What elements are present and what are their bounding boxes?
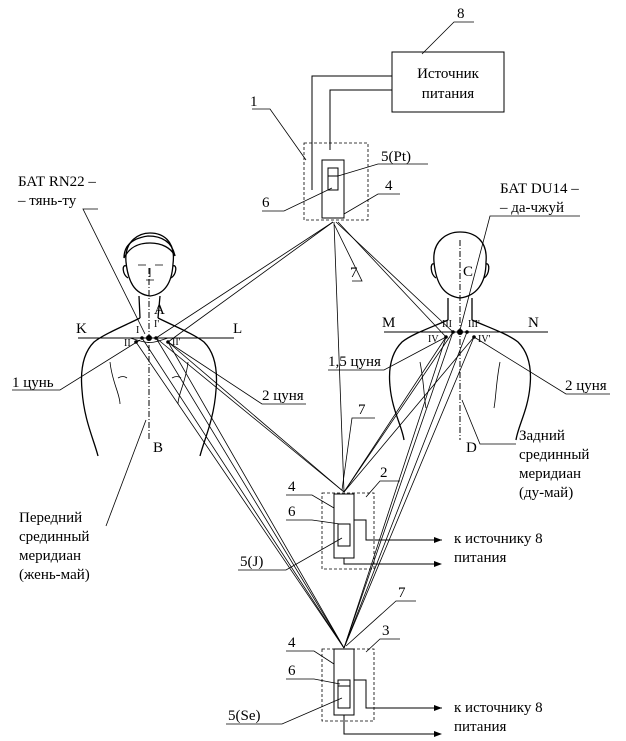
label-5pt: 5(Pt): [381, 149, 411, 165]
power-source-label-2: питания: [422, 86, 475, 102]
front-meridian-1: Передний: [19, 510, 82, 526]
bat-rn22-label-2: – тянь-ту: [17, 193, 77, 209]
label-6b: 6: [288, 504, 296, 520]
label-1: 1: [250, 94, 258, 110]
cun-2a-label: 2 цуня: [262, 388, 304, 404]
leader-5pt: [338, 164, 428, 176]
to-source-c-2: питания: [454, 719, 507, 735]
label-2: 2: [380, 465, 388, 481]
electrode-1-core: [328, 168, 338, 190]
label-4b: 4: [288, 479, 296, 495]
cun-15-label: 1,5 цуня: [328, 354, 381, 370]
back-meridian-4: (ду-май): [519, 485, 573, 501]
wire-3-a: [354, 680, 442, 708]
leader-du14: [460, 216, 580, 330]
cun-1-label: 1 цунь: [12, 375, 54, 391]
back-electrode-point: [457, 329, 463, 335]
wire-source-top-b: [330, 90, 392, 150]
to-source-b-1: к источнику 8: [454, 531, 543, 547]
connection-lines: [136, 222, 474, 648]
power-source-box: [392, 52, 504, 112]
label-7c: 7: [398, 585, 406, 601]
front-meridian-2: срединный: [19, 529, 89, 545]
leader-3: [366, 639, 400, 652]
cun-2b-label: 2 цуня: [565, 378, 607, 394]
point-l: L: [233, 321, 242, 337]
point-i: I: [136, 325, 139, 336]
arrow-3-b: [434, 731, 442, 737]
bat-du14-label-1: БАТ DU14 –: [500, 181, 579, 197]
front-meridian-3: меридиан: [19, 548, 81, 564]
point-c: C: [463, 264, 473, 280]
electrode-3-body: [334, 649, 354, 715]
back-meridian-3: меридиан: [519, 466, 581, 482]
wire-source-top-a: [312, 76, 392, 190]
arrow-2-b: [434, 561, 442, 567]
front-meridian-4: (жень-май): [19, 567, 90, 583]
label-4a: 4: [385, 178, 393, 194]
label-4c: 4: [288, 635, 296, 651]
point-n: N: [528, 315, 539, 331]
label-5j: 5(J): [240, 554, 263, 570]
electrode-2-core: [338, 524, 350, 546]
label-6c: 6: [288, 663, 296, 679]
point-ii: II: [124, 338, 131, 349]
point-m: M: [382, 315, 395, 331]
power-source-label-1: Источник: [417, 66, 480, 82]
leader-1: [252, 109, 306, 160]
to-source-b-2: питания: [454, 550, 507, 566]
point-iii-prime: III': [468, 319, 480, 330]
point-i-prime: I': [154, 319, 159, 330]
leader-2: [366, 481, 400, 497]
electrode-2-body: [334, 494, 354, 558]
label-3: 3: [382, 623, 390, 639]
arrow-2-a: [434, 537, 442, 543]
leader-4a: [344, 194, 400, 214]
arrow-3-a: [434, 705, 442, 711]
electrode-1-frame: [304, 143, 368, 220]
label-6a: 6: [262, 195, 270, 211]
label-7a: 7: [350, 265, 358, 281]
front-electrode-point: [146, 335, 152, 341]
leader-front-meridian: [106, 420, 146, 526]
point-iii: III: [442, 319, 452, 330]
point-a: A: [154, 302, 165, 318]
wire-2-a: [354, 520, 442, 540]
point-d: D: [466, 440, 477, 456]
back-meridian-2: срединный: [519, 447, 589, 463]
wire-3-b: [344, 715, 440, 734]
to-source-c-1: к источнику 8: [454, 700, 543, 716]
back-meridian-1: Задний: [519, 428, 565, 444]
label-8: 8: [457, 6, 465, 22]
leader-6c: [286, 679, 340, 684]
wire-2-b: [344, 558, 440, 564]
point-b: B: [153, 440, 163, 456]
leader-8: [422, 22, 474, 54]
leader-back-meridian: [462, 400, 516, 444]
leader-6b: [286, 520, 340, 524]
electrode-1-body: [322, 160, 344, 218]
label-7b: 7: [358, 402, 366, 418]
label-5se: 5(Se): [228, 708, 261, 724]
bat-du14-label-2: – да-чжуй: [499, 200, 564, 216]
bat-rn22-label-1: БАТ RN22 –: [18, 174, 96, 190]
point-k: K: [76, 321, 87, 337]
leader-rn22: [83, 209, 145, 334]
